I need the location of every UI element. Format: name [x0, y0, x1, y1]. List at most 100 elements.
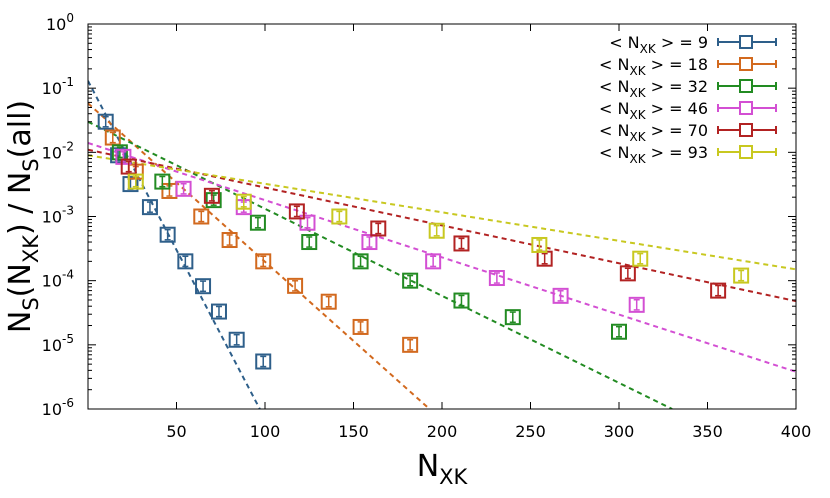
data-point-series-4	[361, 234, 378, 251]
legend-marker-series-1	[739, 35, 753, 49]
data-point-series-2	[352, 318, 369, 335]
data-point-series-3	[504, 309, 521, 326]
data-point-series-2	[287, 277, 304, 294]
x-axis-label: NXK	[417, 449, 469, 489]
data-point-series-6	[733, 267, 750, 284]
point-marker	[193, 208, 210, 225]
point-marker	[619, 265, 636, 282]
point-marker	[320, 293, 337, 310]
point-marker	[177, 253, 194, 270]
point-marker	[299, 214, 316, 231]
fit-line-series-4	[88, 142, 796, 373]
point-marker	[402, 272, 419, 289]
x-tick-label: 100	[250, 422, 281, 441]
point-marker	[370, 220, 387, 237]
point-marker	[531, 236, 548, 253]
point-marker	[122, 176, 139, 193]
data-point-series-2	[320, 293, 337, 310]
point-marker	[97, 113, 114, 130]
point-marker	[195, 278, 212, 295]
data-point-series-1	[210, 303, 227, 320]
data-point-series-1	[195, 278, 212, 295]
fit-line-series-5	[88, 148, 796, 303]
y-axis-label-part: XK	[19, 234, 43, 263]
tick-labels: 50 100 150 200 250 300 350 400 10-6 10-5 10-4 10-3 1…	[42, 11, 812, 441]
data-point-series-6	[127, 173, 144, 190]
y-tick-label: 10-5	[42, 332, 74, 355]
point-marker	[255, 253, 272, 270]
y-tick-label: 10-6	[42, 396, 74, 419]
point-marker	[235, 193, 252, 210]
point-marker	[205, 192, 222, 209]
data-point-series-5	[453, 235, 470, 252]
point-marker	[159, 226, 176, 243]
legend-marker-series-5	[739, 123, 753, 137]
data-point-series-1	[97, 113, 114, 130]
point-marker	[111, 144, 128, 161]
x-tick-label: 50	[166, 422, 186, 441]
legend-label-series-2: < NXK > = 18	[599, 55, 708, 78]
data-point-series-6	[632, 250, 649, 267]
x-tick-label: 150	[338, 422, 369, 441]
legend-marker-series-2	[739, 57, 753, 71]
point-marker	[203, 187, 220, 204]
x-tick-label: 300	[604, 422, 635, 441]
x-tick-label: 400	[781, 422, 812, 441]
data-point-series-6	[428, 222, 445, 239]
data-point-series-1	[255, 353, 272, 370]
data-point-series-1	[177, 253, 194, 270]
point-marker	[115, 148, 132, 165]
data-point-series-5	[370, 220, 387, 237]
point-marker	[255, 353, 272, 370]
data-point-series-4	[628, 296, 645, 313]
data-point-series-3	[402, 272, 419, 289]
data-point-series-5	[120, 158, 137, 175]
y-axis-label-part: S	[19, 158, 43, 171]
x-axis-label-sub: XK	[439, 465, 468, 489]
x-tick-label: 350	[692, 422, 723, 441]
y-axis-label-part: ) / N	[3, 172, 38, 235]
legend-marker-series-3	[739, 79, 753, 93]
legend-label-series-5: < NXK > = 70	[599, 121, 708, 144]
point-marker	[352, 318, 369, 335]
legend-label-series-4: < NXK > = 46	[599, 99, 708, 122]
fit-lines	[88, 80, 796, 409]
data-point-series-5	[536, 250, 553, 267]
data-point-series-3	[352, 253, 369, 270]
y-axis-label-part: S	[19, 297, 43, 310]
point-marker	[120, 158, 137, 175]
point-marker	[352, 253, 369, 270]
point-marker	[453, 235, 470, 252]
data-point-series-3	[154, 173, 171, 190]
x-axis-label-main: N	[417, 449, 439, 484]
y-tick-label: 10-2	[42, 139, 74, 162]
point-marker	[127, 173, 144, 190]
point-marker	[331, 208, 348, 225]
point-marker	[632, 250, 649, 267]
y-tick-label: 10-4	[42, 268, 74, 291]
point-marker	[210, 303, 227, 320]
point-marker	[287, 277, 304, 294]
point-marker	[361, 234, 378, 251]
point-marker	[628, 296, 645, 313]
data-point-series-4	[425, 253, 442, 270]
legend-marker-series-4	[739, 101, 753, 115]
y-tick-label: 10-3	[42, 204, 74, 227]
data-point-series-4	[299, 214, 316, 231]
point-marker	[154, 173, 171, 190]
data-point-series-4	[175, 180, 192, 197]
point-marker	[228, 331, 245, 348]
data-point-series-2	[255, 253, 272, 270]
x-tick-label: 250	[515, 422, 546, 441]
data-point-series-3	[611, 323, 627, 340]
point-marker	[110, 147, 127, 164]
legend-label-series-1: < NXK > = 9	[609, 33, 708, 56]
point-marker	[733, 267, 750, 284]
fit-line-series-1	[88, 80, 261, 409]
point-marker	[428, 222, 445, 239]
legend-label-series-6: < NXK > = 93	[599, 143, 708, 166]
point-marker	[402, 336, 419, 353]
data-point-series-3	[453, 292, 470, 309]
y-tick-label: 10-1	[42, 75, 74, 98]
x-tick-label: 200	[427, 422, 458, 441]
